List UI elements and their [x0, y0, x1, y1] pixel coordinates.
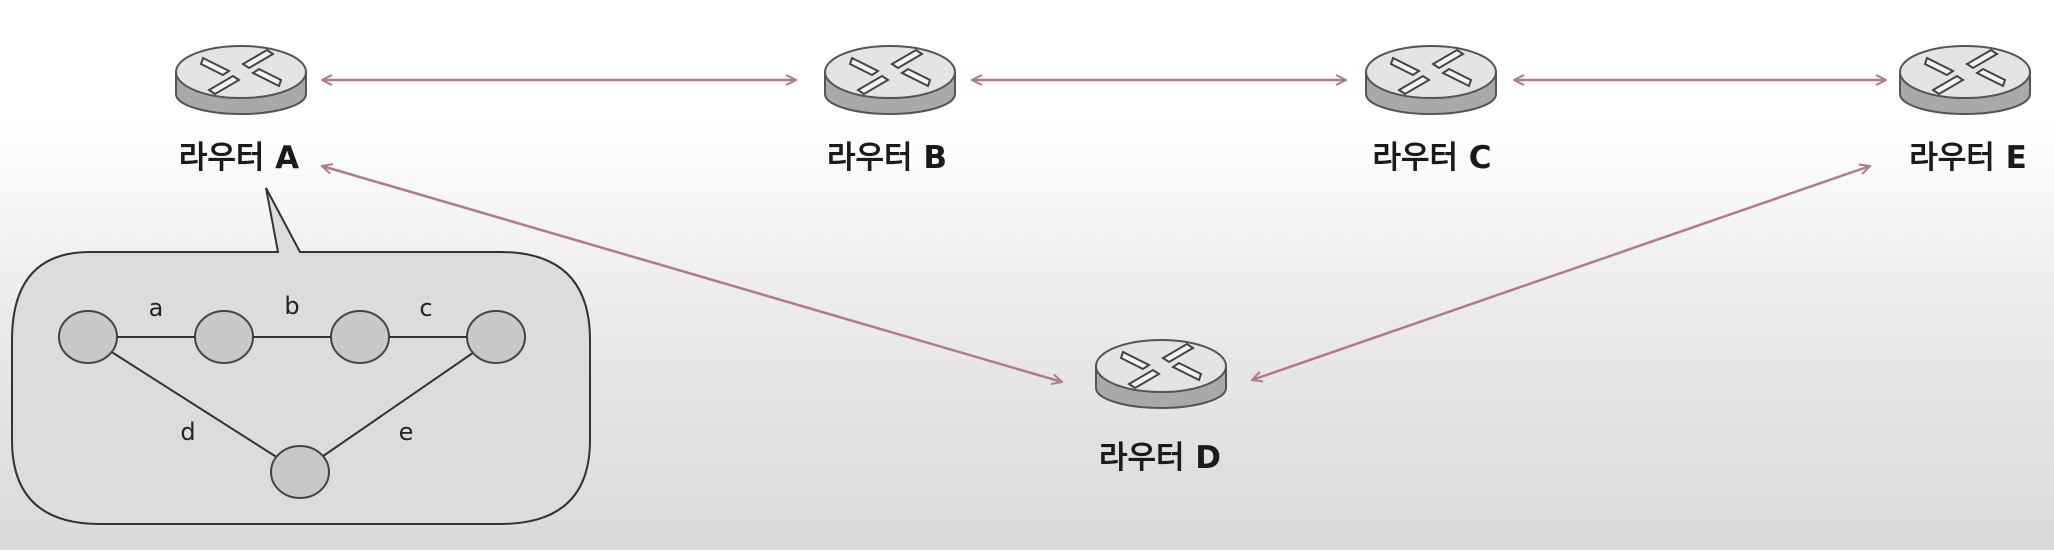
inset-node-5: [270, 445, 330, 499]
inset-edge-label-a: a: [148, 294, 164, 322]
speech-bubble: [11, 187, 591, 525]
inset-edge-label-d: d: [180, 418, 196, 446]
link-d-e: [1252, 166, 1870, 380]
router-c-label: 라우터 C: [1372, 140, 1492, 176]
router-a-label: 라우터 A: [178, 140, 300, 176]
router-d-icon: [1095, 339, 1227, 409]
inset-edge-label-e: e: [398, 418, 414, 446]
inset-node-4: [466, 310, 526, 364]
router-e-label: 라우터 E: [1909, 140, 2027, 176]
router-e-icon: [1899, 45, 2031, 115]
inset-edge-label-c: c: [419, 294, 433, 322]
inset-edge-label-b: b: [284, 292, 300, 320]
router-b-label: 라우터 B: [827, 140, 947, 176]
router-d-label: 라우터 D: [1098, 440, 1222, 476]
router-b-icon: [824, 45, 956, 115]
link-a-d: [322, 166, 1062, 382]
router-c-icon: [1365, 45, 1497, 115]
inset-node-2: [194, 310, 254, 364]
inset-node-1: [58, 310, 118, 364]
router-a-icon: [175, 45, 307, 115]
inset-node-3: [330, 310, 390, 364]
